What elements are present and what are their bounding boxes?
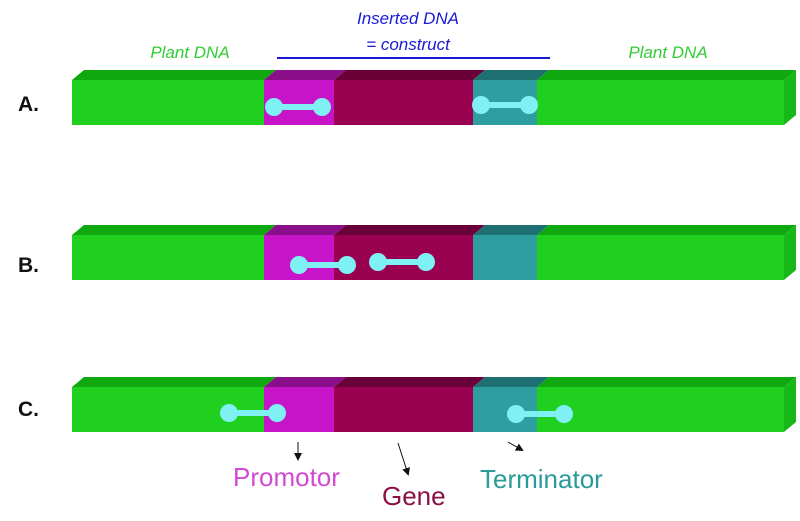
dna-strand <box>72 225 796 280</box>
gene-top <box>334 377 485 387</box>
plant-dna-left-top <box>72 225 276 235</box>
row-a: A. <box>18 70 796 125</box>
row-b: B. <box>18 225 796 280</box>
inserted-dna-label: Inserted DNA <box>357 9 459 28</box>
gene-label: Gene <box>382 481 446 511</box>
terminator-segment <box>473 235 537 280</box>
gene-segment <box>334 80 473 125</box>
plant-dna-left-top <box>72 377 276 387</box>
gene-arrow <box>397 442 410 476</box>
plant-dna-right <box>537 235 784 280</box>
plant-dna-left-top <box>72 70 276 80</box>
promotor-top <box>264 377 346 387</box>
strand-end-face <box>784 377 796 432</box>
plant-dna-right-top <box>537 377 796 387</box>
probe <box>265 98 331 116</box>
promotor-top <box>264 225 346 235</box>
terminator-top <box>473 225 549 235</box>
plant-dna-right-top <box>537 70 796 80</box>
construct-label: = construct <box>366 35 451 54</box>
probe <box>507 405 573 423</box>
row-label: C. <box>18 398 39 421</box>
probe <box>290 256 356 274</box>
strand-end-face <box>784 70 796 125</box>
promotor-label: Promotor <box>233 462 340 492</box>
strand-end-face <box>784 225 796 280</box>
plant-dna-left <box>72 80 264 125</box>
terminator-segment <box>473 387 537 432</box>
dna-strand <box>72 377 796 432</box>
plant-dna-left <box>72 235 264 280</box>
terminator-top <box>473 377 549 387</box>
dna-strand <box>72 70 796 125</box>
plant-dna-right <box>537 387 784 432</box>
promotor-top <box>264 70 346 80</box>
gene-top <box>334 70 485 80</box>
probe <box>220 404 286 422</box>
plant-dna-right <box>537 80 784 125</box>
row-label: B. <box>18 254 39 277</box>
plant-dna-right-top <box>537 225 796 235</box>
gene-segment <box>334 387 473 432</box>
plant-dna-label-left: Plant DNA <box>150 43 229 62</box>
terminator-label: Terminator <box>480 464 603 494</box>
row-label: A. <box>18 93 39 116</box>
gene-top <box>334 225 485 235</box>
gene-segment <box>334 235 473 280</box>
probe <box>369 253 435 271</box>
row-c: C. <box>18 377 796 432</box>
terminator-top <box>473 70 549 80</box>
plant-dna-label-right: Plant DNA <box>628 43 707 62</box>
terminator-arrow <box>507 441 524 451</box>
probe <box>472 96 538 114</box>
